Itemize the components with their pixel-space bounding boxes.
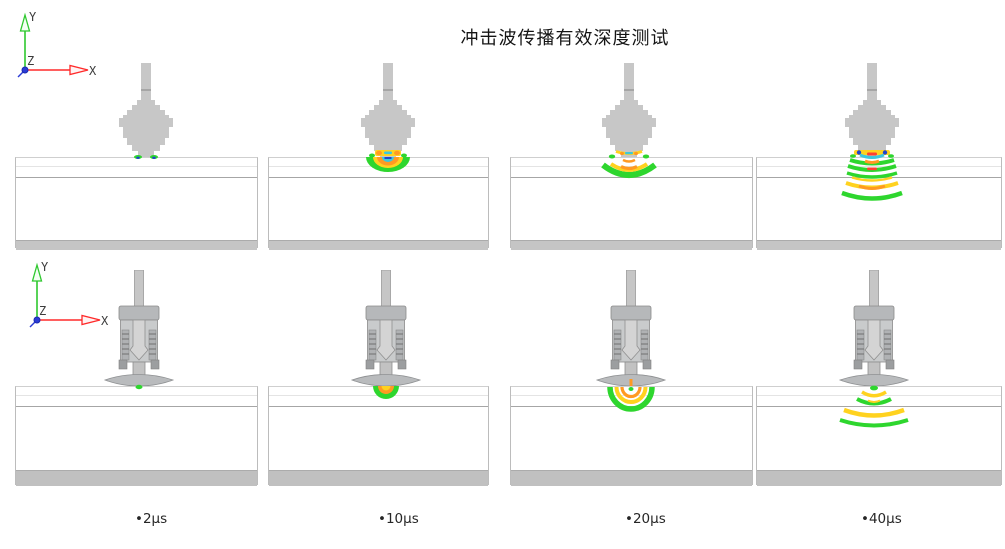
specimen-panel-bot-40us	[756, 386, 1002, 486]
time-label-20us: •20µs	[625, 511, 666, 527]
handpiece-bot-10us	[351, 270, 421, 386]
handpiece-bot-2us	[104, 270, 174, 386]
wave-bot-10us	[373, 386, 399, 399]
wave-top-40us	[841, 150, 903, 201]
time-label-10us: •10µs	[378, 511, 419, 527]
ground-strip	[269, 240, 488, 250]
ground-strip	[269, 470, 488, 486]
transducer-top-40us	[844, 63, 900, 157]
wave-top-20us	[601, 150, 657, 178]
layer-line	[16, 395, 257, 396]
transducer-top-2us	[118, 63, 174, 157]
transducer-top-20us	[601, 63, 657, 157]
specimen-panel-top-2us	[15, 157, 258, 250]
wave-top-10us	[366, 150, 410, 172]
layer-line	[757, 166, 1001, 167]
layer-line	[757, 406, 1001, 407]
transducer-top-10us	[360, 63, 416, 157]
ground-strip	[511, 240, 752, 250]
layer-line	[16, 166, 257, 167]
layer-line	[511, 166, 752, 167]
wave-bot-20us	[607, 379, 655, 412]
layer-line	[16, 177, 257, 178]
specimen-panel-bot-2us	[15, 386, 258, 486]
figure-title: 冲击波传播有效深度测试	[460, 28, 670, 49]
ground-strip	[16, 240, 257, 250]
handpiece-bot-20us	[596, 270, 666, 386]
coordinate-triad-bottom	[29, 259, 110, 329]
wave-bot-2us	[135, 384, 143, 390]
specimen-panel-top-40us	[756, 157, 1002, 250]
layer-line	[16, 406, 257, 407]
layer-line	[269, 406, 488, 407]
wave-bot-40us	[839, 385, 909, 428]
coordinate-triad-top	[17, 9, 98, 79]
ground-strip	[757, 240, 1001, 250]
time-label-2us: •2µs	[135, 511, 168, 527]
ground-strip	[757, 470, 1001, 486]
ground-strip	[511, 470, 752, 486]
layer-line	[269, 177, 488, 178]
wave-top-2us	[134, 155, 158, 159]
specimen-panel-bot-10us	[268, 386, 489, 486]
ground-strip	[16, 470, 257, 486]
handpiece-bot-40us	[839, 270, 909, 386]
time-label-40us: •40µs	[861, 511, 902, 527]
